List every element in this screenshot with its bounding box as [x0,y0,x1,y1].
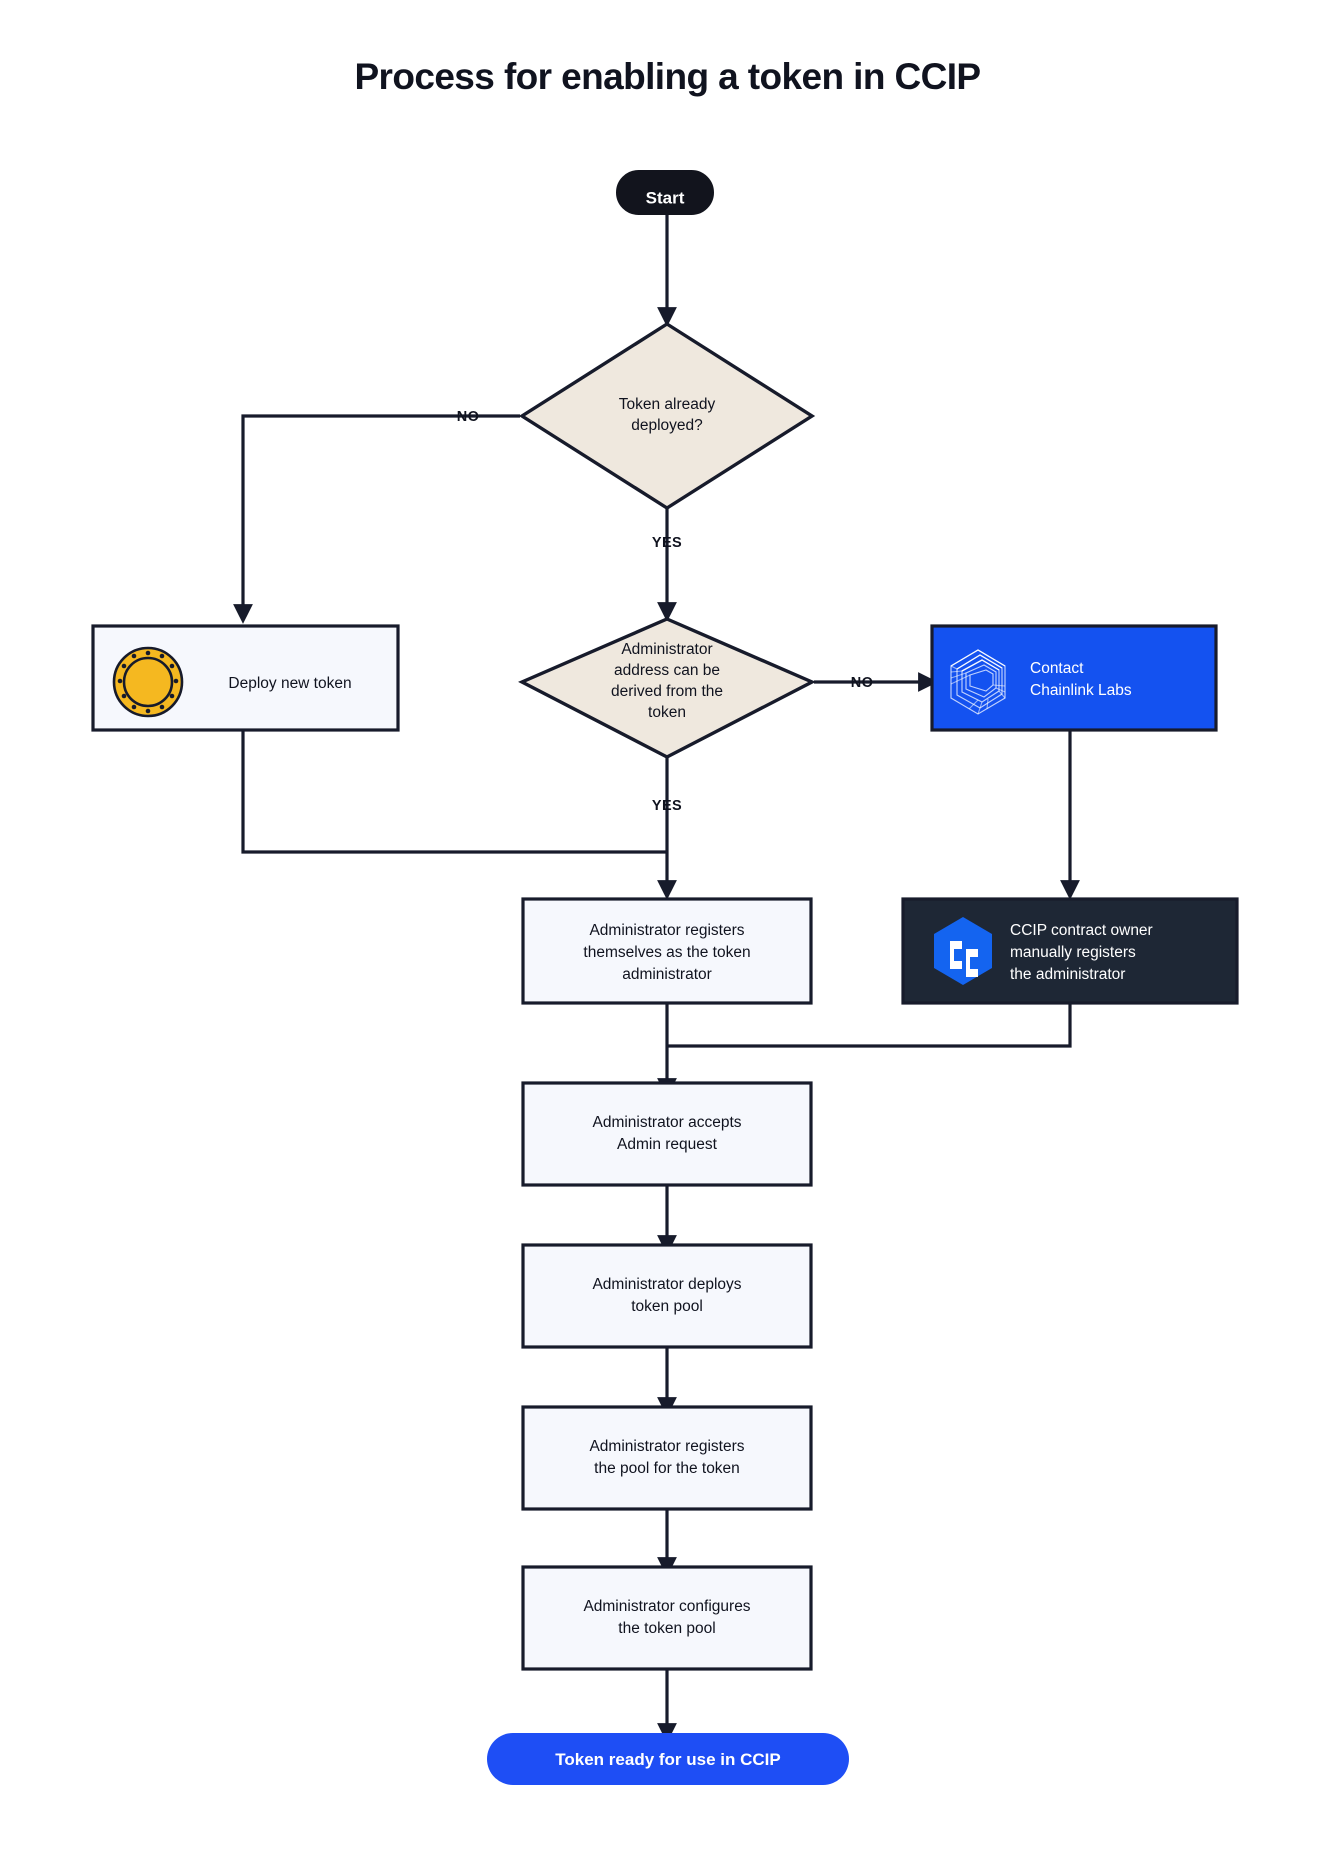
decision-admin-line-3: derived from the [611,683,723,700]
node-admin-registers-self-line-1: Administrator registers [589,922,744,939]
ccip-logo-icon [934,917,992,985]
edge-ccip-owner-to-main [667,1003,1072,1048]
decision-admin-line-1: Administrator [621,641,712,658]
decision-deployed-line-1: Token already [619,396,716,413]
node-deploy-new-token-label: Deploy new token [228,675,351,692]
decision-admin-line-2: address can be [614,662,720,679]
node-admin-configures-pool[interactable]: Administrator configures the token pool [521,1565,813,1671]
node-admin-deploys-line-1: Administrator deploys [592,1276,741,1293]
edge-label-admin-no: NO [851,675,874,691]
node-ccip-contract-owner[interactable]: CCIP contract owner manually registers t… [901,897,1239,1005]
node-admin-deploys-token-pool[interactable]: Administrator deploys token pool [521,1243,813,1349]
node-decision-token-deployed[interactable]: Token already deployed? [518,321,816,511]
node-contact-chainlink-line-2: Chainlink Labs [1030,682,1132,699]
edge-label-deployed-yes: YES [652,535,682,551]
node-contact-chainlink-labs[interactable]: Contact Chainlink Labs [930,624,1218,732]
node-admin-accepts-line-1: Administrator accepts [592,1114,741,1131]
node-admin-accepts-line-2: Admin request [617,1136,718,1153]
gold-coin-icon [112,646,184,718]
node-start[interactable]: Start [616,170,714,215]
decision-admin-line-4: token [648,704,686,721]
node-admin-registers-self-line-2: themselves as the token [583,944,750,961]
node-end-label: Token ready for use in CCIP [555,1750,780,1769]
node-end-token-ready[interactable]: Token ready for use in CCIP [487,1733,849,1785]
decision-deployed-line-2: deployed? [631,417,703,434]
edge-label-admin-yes: YES [652,798,682,814]
node-ccip-contract-owner-line-2: manually registers [1010,944,1136,961]
node-admin-registers-pool-line-1: Administrator registers [589,1438,744,1455]
node-admin-accepts-request[interactable]: Administrator accepts Admin request [521,1081,813,1187]
node-admin-deploys-line-2: token pool [631,1298,703,1315]
node-admin-registers-pool[interactable]: Administrator registers the pool for the… [521,1405,813,1511]
node-admin-configures-line-1: Administrator configures [583,1598,750,1615]
chainlink-logo-icon [950,649,1006,715]
node-deploy-new-token[interactable]: Deploy new token [91,624,400,732]
edge-deployed-no [233,414,520,624]
edge-deploy-to-main [241,730,667,854]
node-ccip-contract-owner-line-3: the administrator [1010,966,1125,983]
edge-label-deployed-no: NO [457,409,480,425]
node-ccip-contract-owner-line-1: CCIP contract owner [1010,922,1153,939]
node-admin-configures-line-2: the token pool [618,1620,715,1637]
node-admin-registers-pool-line-2: the pool for the token [594,1460,740,1477]
node-decision-admin-derived[interactable]: Administrator address can be derived fro… [518,617,816,759]
node-contact-chainlink-line-1: Contact [1030,660,1084,677]
page-title: Process for enabling a token in CCIP [354,56,981,97]
node-admin-registers-self-line-3: administrator [622,966,712,983]
node-start-label: Start [646,188,685,207]
node-admin-registers-self[interactable]: Administrator registers themselves as th… [521,897,813,1005]
